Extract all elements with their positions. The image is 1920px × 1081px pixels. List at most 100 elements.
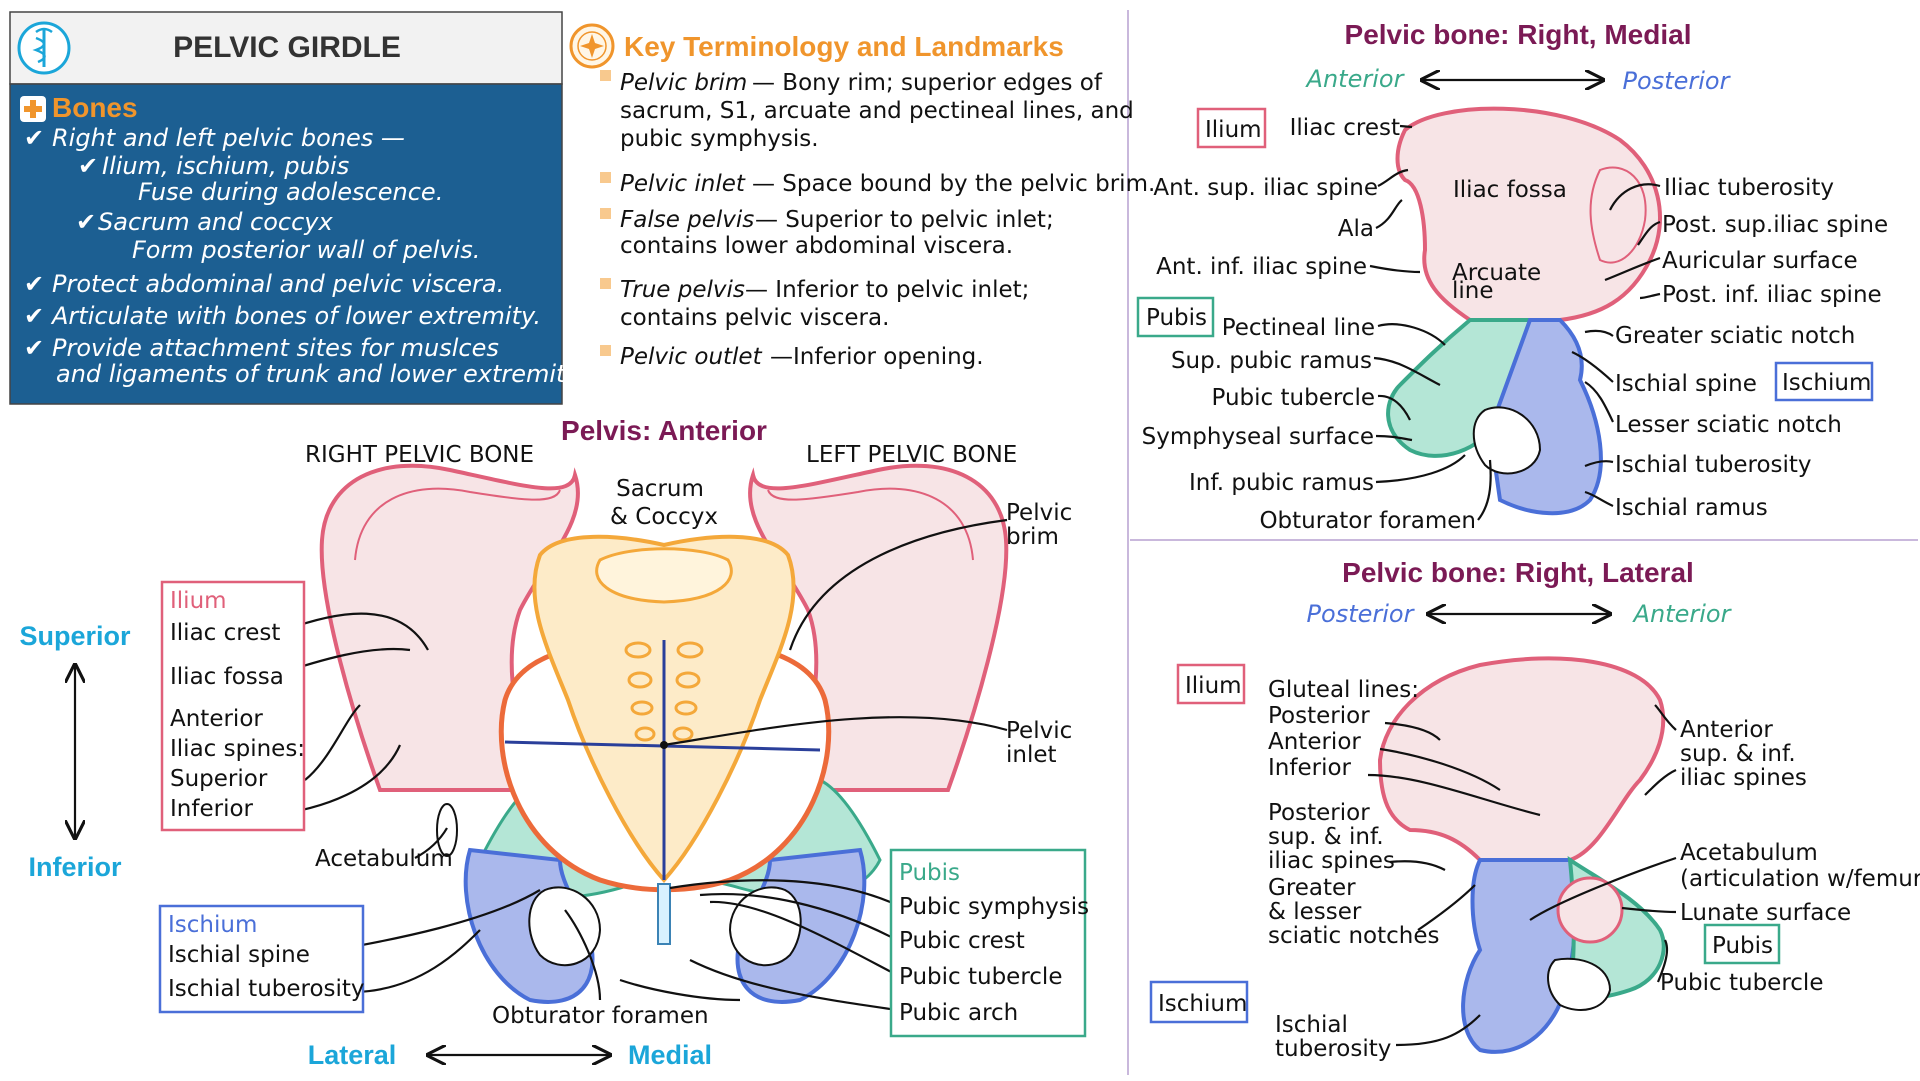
check-icon: ✔ <box>78 152 98 180</box>
medial-anterior: Anterior <box>1305 65 1406 93</box>
medial-leader <box>1609 183 1661 211</box>
lateral-left-label: tuberosity <box>1275 1036 1391 1062</box>
leader-ant-sup <box>304 704 361 781</box>
bones-line-2: Ilium, ischium, pubis <box>102 152 349 180</box>
medial-right-label: Ischial tuberosity <box>1615 452 1812 478</box>
ilium-box-item: Inferior <box>170 796 254 822</box>
medial-left-label: Pubic tubercle <box>1212 385 1375 411</box>
medial-left-label: Iliac crest <box>1290 115 1400 141</box>
medial-ischium-tag <box>1774 361 1874 402</box>
lateral-right-label: iliac spines <box>1680 765 1807 791</box>
header: PELVIC GIRDLE <box>9 11 563 85</box>
pubis-box-item: Pubic crest <box>899 928 1025 954</box>
bullet <box>600 172 611 183</box>
medial-leader <box>1373 356 1441 386</box>
ilium-box-item: Anterior <box>170 706 263 732</box>
lateral-pubis-tag <box>1703 923 1781 965</box>
term-pelvic-outlet-def-1: —Inferior opening. <box>770 344 984 370</box>
leader-pelvic-brim <box>788 518 1008 651</box>
bones-heading: Bones <box>52 92 138 123</box>
lateral-posterior: Posterior <box>1307 600 1416 628</box>
medial-leader <box>1377 168 1409 187</box>
lateral-anterior: Anterior <box>1632 600 1733 628</box>
ischium-box <box>158 904 365 1014</box>
pubis-box-title: Pubis <box>899 860 960 886</box>
medial-pubis-tag-text: Pubis <box>1146 305 1207 331</box>
medial-leader <box>1375 454 1466 484</box>
ilium-box-item: Superior <box>170 766 268 792</box>
medial-left-label: Ala <box>1338 216 1374 242</box>
bones-panel: Bones ✔ Right and left pelvic bones — ✔ … <box>9 83 585 405</box>
right-pelvic-bone-label: RIGHT PELVIC BONE <box>305 442 534 468</box>
medial-leader <box>1584 460 1614 468</box>
term-pelvic-brim-def-3: pubic symphysis. <box>620 126 819 152</box>
medial-ilium <box>1395 106 1662 322</box>
medial-leader <box>1639 292 1661 300</box>
medial-right-label: Auricular surface <box>1662 248 1858 274</box>
medial-left-label: Ant. sup. iliac spine <box>1153 175 1378 201</box>
lateral-left-label: sup. & inf. <box>1268 824 1384 850</box>
medial-right-label: Post. sup.iliac spine <box>1662 212 1888 238</box>
medial-ilium-tag-text: Ilium <box>1205 117 1262 143</box>
medial-right-label: Greater sciatic notch <box>1615 323 1855 349</box>
medial-right-label: Post. inf. iliac spine <box>1662 282 1882 308</box>
lateral-leader <box>1379 747 1501 791</box>
medial-view-title: Pelvic bone: Right, Medial <box>1345 19 1692 50</box>
lateral-view-title: Pelvic bone: Right, Lateral <box>1342 557 1694 588</box>
lateral-ilium-tag-text: Ilium <box>1185 673 1242 699</box>
medial-ischium-tag-text: Ischium <box>1782 370 1871 396</box>
medial-inner-label: Arcuate <box>1452 260 1541 286</box>
lateral-right-label: Acetabulum <box>1680 840 1818 866</box>
leader-pubic-symphysis <box>669 879 898 907</box>
bones-line-1: Right and left pelvic bones — <box>52 124 405 152</box>
direction-lateral: Lateral <box>308 1040 397 1070</box>
lateral-ischium-tag <box>1149 980 1249 1024</box>
bones-line-4: Sacrum and coccyx <box>98 208 333 236</box>
lateral-right-label: sup. & inf. <box>1680 741 1796 767</box>
medial-inner-label: Iliac fossa <box>1453 177 1567 203</box>
bones-line-7: Articulate with bones of lower extremity… <box>50 302 541 330</box>
medial-right-label: Lesser sciatic notch <box>1615 412 1842 438</box>
pubis-box <box>889 848 1087 1038</box>
bullet <box>600 208 611 219</box>
lateral-ilium-tag <box>1176 663 1246 705</box>
ilium-box-item: Iliac fossa <box>170 664 284 690</box>
terminology-section: Key Terminology and Landmarks Pelvic bri… <box>569 23 1155 370</box>
bones-line-3: Fuse during adolescence. <box>138 178 443 206</box>
medial-left-label: Symphyseal surface <box>1142 424 1374 450</box>
ilium-box-title: Ilium <box>170 588 227 614</box>
check-icon: ✔ <box>24 270 44 298</box>
leader-pubic-arch <box>689 959 898 1012</box>
medial-right-label: Ischial ramus <box>1615 495 1768 521</box>
term-false-pelvis-def-1: — Superior to pelvic inlet; <box>755 207 1054 233</box>
ilium-box <box>160 580 306 832</box>
medial-view: Pelvic bone: Right, Medial Anterior Post… <box>1136 19 1888 534</box>
anterior-view: Pelvis: Anterior RIGHT PELVIC BONE LEFT … <box>19 415 1089 1070</box>
direction-medial: Medial <box>628 1040 712 1070</box>
lateral-leader <box>1621 906 1677 914</box>
medial-leader <box>1369 264 1421 274</box>
sacrum-label-1: Sacrum <box>616 476 704 502</box>
leader-pelvic-inlet <box>663 716 1008 747</box>
term-pelvic-brim-def-1: — Bony rim; superior edges of <box>752 70 1103 96</box>
term-pelvic-brim: Pelvic brim <box>620 70 747 96</box>
term-true-pelvis: True pelvis <box>620 277 745 303</box>
pelvic-inlet-label-2: inlet <box>1006 742 1057 768</box>
ilium-box-item: Iliac spines: <box>170 736 305 762</box>
right-obturator-foramen <box>528 886 602 967</box>
pelvic-brim-label-1: Pelvic <box>1006 500 1072 526</box>
direction-inferior: Inferior <box>28 852 122 882</box>
medial-left-label: Inf. pubic ramus <box>1189 470 1374 496</box>
lateral-left-label: Greater <box>1268 875 1356 901</box>
medial-leader <box>1604 256 1661 282</box>
lateral-left-label: & lesser <box>1268 899 1362 925</box>
leader-obturator-2 <box>619 978 741 1002</box>
pubis-box-item: Pubic arch <box>899 1000 1018 1026</box>
bullet <box>600 70 611 81</box>
lateral-leader <box>1389 860 1446 871</box>
medial-leader <box>1477 459 1492 521</box>
lateral-right-label: (articulation w/femur) <box>1680 866 1920 892</box>
medial-left-label: Sup. pubic ramus <box>1171 348 1372 374</box>
ischium-box-item: Ischial tuberosity <box>168 976 365 1002</box>
